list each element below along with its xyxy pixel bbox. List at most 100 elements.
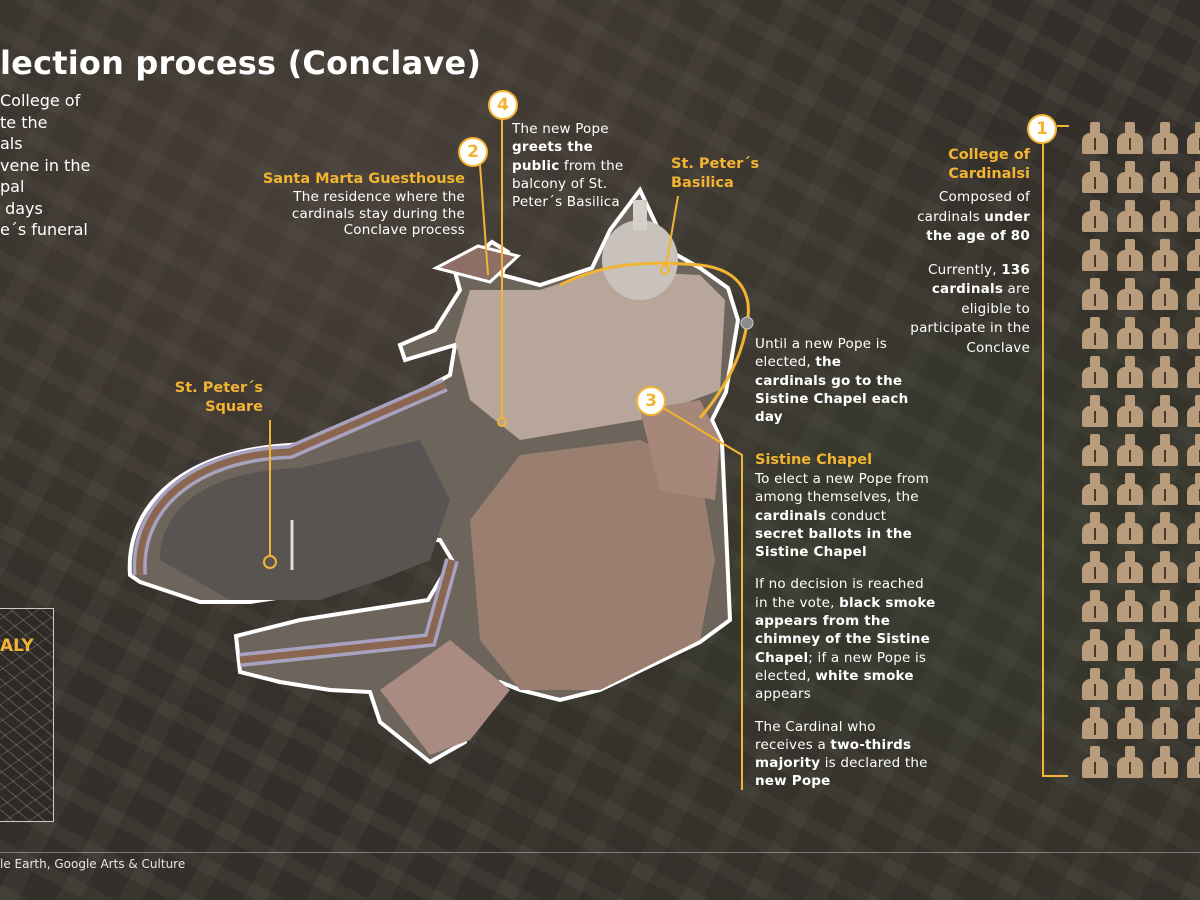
cardinal-icon [1150, 473, 1180, 505]
cardinal-icon [1115, 668, 1145, 700]
marker-3: 3 [636, 386, 666, 416]
cardinal-icon [1115, 278, 1145, 310]
cardinal-icon [1115, 707, 1145, 739]
route-curve [559, 261, 750, 419]
footer-divider [0, 852, 1200, 853]
belvedere-buildings [380, 640, 510, 755]
emphasis-text: two-thirds majority [755, 736, 912, 772]
cardinal-icon [1080, 239, 1110, 271]
text-segment: Until a new Pope is elected, [755, 336, 887, 371]
college-title-line: Cardinalsi [948, 166, 1030, 182]
cardinal-icon [1080, 590, 1110, 622]
marker-1: 1 [1027, 114, 1057, 144]
cardinal-icon [1185, 668, 1200, 700]
emphasis-text: greets the public [512, 139, 594, 174]
marker-3-leader-line [659, 405, 743, 790]
text-segment: conduct [826, 507, 887, 524]
basilica-leader-line [665, 195, 679, 267]
text-segment: ; if a new Pope is elected, [755, 649, 927, 684]
college-bracket-top [1057, 125, 1069, 127]
daily-callout: Until a new Pope is elected, the cardina… [755, 335, 915, 440]
cardinal-icon [1080, 668, 1110, 700]
cardinal-icon [1150, 161, 1180, 193]
italy-map-label: ALY [0, 636, 34, 656]
cardinal-icon [1115, 746, 1145, 778]
basilica-leader-dot [660, 265, 670, 275]
cardinal-icon [1185, 395, 1200, 427]
basilica-label-line: St. Peter´s [671, 156, 760, 172]
cardinal-icon [1080, 551, 1110, 583]
italy-map-inset [0, 608, 54, 822]
paragraph: Currently, 136 cardinals are eligible to… [910, 261, 1030, 359]
cardinal-icon [1115, 239, 1145, 271]
cardinal-icon [1150, 746, 1180, 778]
page-title: lection process (Conclave) [0, 44, 482, 82]
cardinal-icon [1185, 629, 1200, 661]
cardinal-icon [1080, 395, 1110, 427]
college-bracket-line [1042, 144, 1044, 777]
text-segment: appears [755, 686, 811, 703]
cardinal-icon [1080, 161, 1110, 193]
cardinal-icon [1185, 512, 1200, 544]
text-segment: The new Pope [512, 121, 609, 137]
cardinal-icon [1150, 122, 1180, 154]
cardinal-icon [1185, 473, 1200, 505]
square-label: St. Peter´s Square [175, 379, 263, 417]
college-description: Composed of cardinals under the age of 8… [910, 188, 1030, 358]
marker-2-leader-line [479, 164, 489, 276]
cardinal-icon [1185, 122, 1200, 154]
text-segment: If no decision is reached in the vote, [755, 576, 924, 611]
cardinal-icon [1185, 356, 1200, 388]
cardinal-icon [1185, 707, 1200, 739]
santa-marta-title: Santa Marta Guesthouse [262, 171, 465, 187]
cardinal-icon [1115, 473, 1145, 505]
cardinal-icon [1115, 434, 1145, 466]
cardinal-icon [1080, 746, 1110, 778]
cardinal-icon [1115, 551, 1145, 583]
intro-line: als [0, 134, 23, 153]
text-segment: Currently, [927, 261, 1002, 278]
cardinal-icon [1080, 317, 1110, 349]
paragraph: The new Pope greets the public from the … [512, 120, 630, 211]
paragraph: Until a new Pope is elected, the cardina… [755, 335, 915, 426]
cardinal-icon [1080, 512, 1110, 544]
cardinal-icon [1080, 707, 1110, 739]
emphasis-text: 136 [1001, 261, 1030, 278]
intro-line: pal [0, 177, 25, 196]
cardinal-icon [1115, 317, 1145, 349]
st-peters-square-plaza [160, 440, 450, 600]
santa-marta-line: Conclave process [343, 222, 465, 238]
new-pope-callout: The new Pope greets the public from the … [512, 120, 630, 225]
cardinal-icon [1150, 278, 1180, 310]
emphasis-text: secret ballots in the Sistine Chapel [755, 525, 913, 561]
route-dot [740, 316, 754, 330]
cardinal-icon [1080, 122, 1110, 154]
cardinal-icon [1150, 707, 1180, 739]
cardinal-icon [1115, 356, 1145, 388]
cardinal-icon [1080, 200, 1110, 232]
cardinal-icon [1185, 746, 1200, 778]
intro-line: te the [0, 112, 48, 132]
square-label-line: Square [205, 399, 263, 415]
cardinal-icon [1150, 551, 1180, 583]
sistine-callout: Sistine Chapel To elect a new Pope from … [755, 451, 937, 805]
basilica-label: St. Peter´s Basilica [671, 155, 759, 193]
paragraph: The Cardinal who receives a two-thirds m… [755, 718, 937, 791]
intro-line: vene in the [0, 155, 91, 175]
sistine-chapel-building [640, 400, 720, 500]
cardinal-icon [1080, 356, 1110, 388]
college-bracket-bottom [1042, 775, 1068, 777]
paragraph: Composed of cardinals under the age of 8… [910, 188, 1030, 247]
cardinal-icon [1115, 512, 1145, 544]
intro-line: days [0, 198, 43, 218]
cardinal-icon [1150, 629, 1180, 661]
college-title-line: College of [948, 147, 1030, 163]
cardinal-icon [1080, 278, 1110, 310]
cardinal-icon [1115, 161, 1145, 193]
cardinal-icon [1115, 590, 1145, 622]
cardinal-icon [1185, 590, 1200, 622]
cardinal-icon [1185, 161, 1200, 193]
cardinal-icon [1150, 356, 1180, 388]
emphasis-text: cardinals [755, 507, 827, 524]
